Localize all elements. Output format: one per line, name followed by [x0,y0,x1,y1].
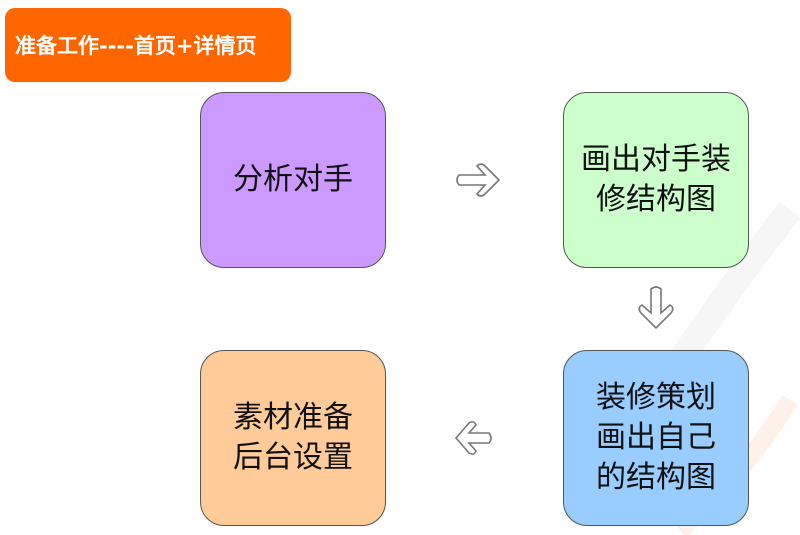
step-label: 分析对手 [233,162,353,197]
step-materials-backend: 素材准备后台设置 [200,350,386,526]
step-label: 素材准备 [233,400,353,435]
step-plan-own-structure: 装修策划画出自己的结构图 [563,350,749,526]
step-analyze-competitors: 分析对手 [200,92,386,268]
arrow-left-icon [454,421,492,455]
section-title-banner: 准备工作----首页+详情页 [5,8,291,82]
step-label: 画出自己 [596,420,716,455]
arrow-right-icon [456,163,501,197]
banner-title: 准备工作----首页+详情页 [15,34,257,58]
step-label: 修结构图 [596,182,716,217]
arrow-down-icon [638,286,674,330]
step-label: 装修策划 [596,380,716,415]
step-label: 后台设置 [233,440,353,475]
step-draw-competitor-structure: 画出对手装修结构图 [563,92,749,268]
step-label: 画出对手装 [581,142,731,177]
step-label: 的结构图 [596,460,716,495]
